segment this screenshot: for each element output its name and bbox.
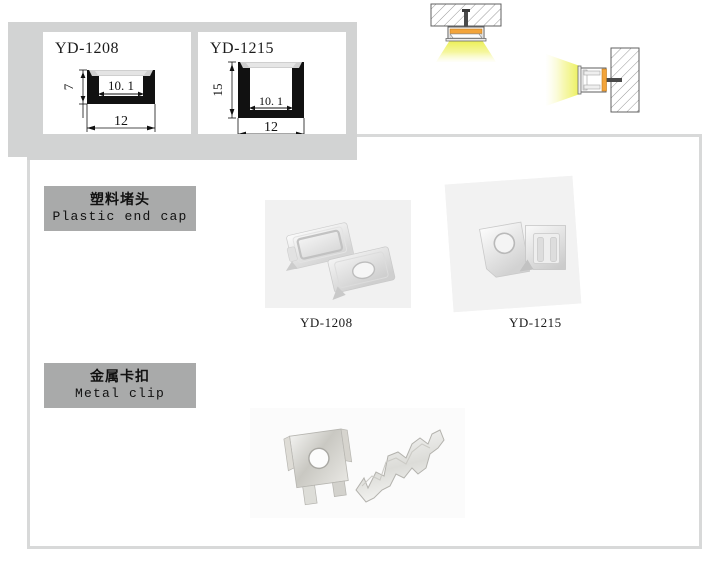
svg-text:12: 12 (114, 114, 128, 129)
spec-card-title: YD-1215 (210, 40, 274, 57)
ceiling-mount-svg (430, 3, 502, 62)
profile-svg-1208: 10. 1 12 7 (61, 69, 156, 132)
section-label-en: Plastic end cap (52, 209, 188, 225)
frame-overlap-mask (27, 134, 357, 160)
profile-drawing-yd-1215: 10. 1 12 15 (198, 56, 346, 146)
metal-clip-illustration (250, 408, 465, 518)
profile-svg-1215: 10. 1 12 15 (210, 61, 305, 138)
svg-text:7: 7 (61, 83, 76, 90)
product-photo-endcap-1208 (265, 200, 411, 308)
photo-caption-endcap-1208: YD-1208 (300, 315, 353, 330)
endcap-1215-illustration (444, 175, 582, 313)
svg-text:12: 12 (264, 120, 278, 135)
product-photo-metal-clip (250, 408, 465, 518)
svg-text:15: 15 (210, 84, 225, 97)
svg-text:10. 1: 10. 1 (108, 78, 134, 93)
profile-spec-panel: YD-1208 (8, 22, 357, 157)
section-label-cn: 塑料堵头 (90, 191, 150, 208)
ceiling-mount-diagram (420, 0, 512, 62)
endcap-1208-illustration (265, 200, 411, 308)
wall-mount-svg (546, 47, 640, 113)
section-label-plastic-end-cap: 塑料堵头 Plastic end cap (44, 186, 196, 231)
content-frame (27, 134, 702, 549)
wall-mount-diagram (540, 40, 690, 120)
svg-text:10. 1: 10. 1 (259, 94, 283, 108)
spec-card-yd-1215: YD-1215 (198, 32, 346, 147)
photo-caption-endcap-1215: YD-1215 (509, 315, 562, 330)
section-label-metal-clip: 金属卡扣 Metal clip (44, 363, 196, 408)
profile-drawing-yd-1208: 10. 1 12 7 (43, 56, 191, 146)
section-label-cn: 金属卡扣 (90, 368, 150, 385)
spec-card-yd-1208: YD-1208 (43, 32, 191, 147)
product-photo-endcap-1215 (444, 175, 582, 313)
section-label-en: Metal clip (74, 386, 165, 402)
spec-card-title: YD-1208 (55, 40, 119, 57)
